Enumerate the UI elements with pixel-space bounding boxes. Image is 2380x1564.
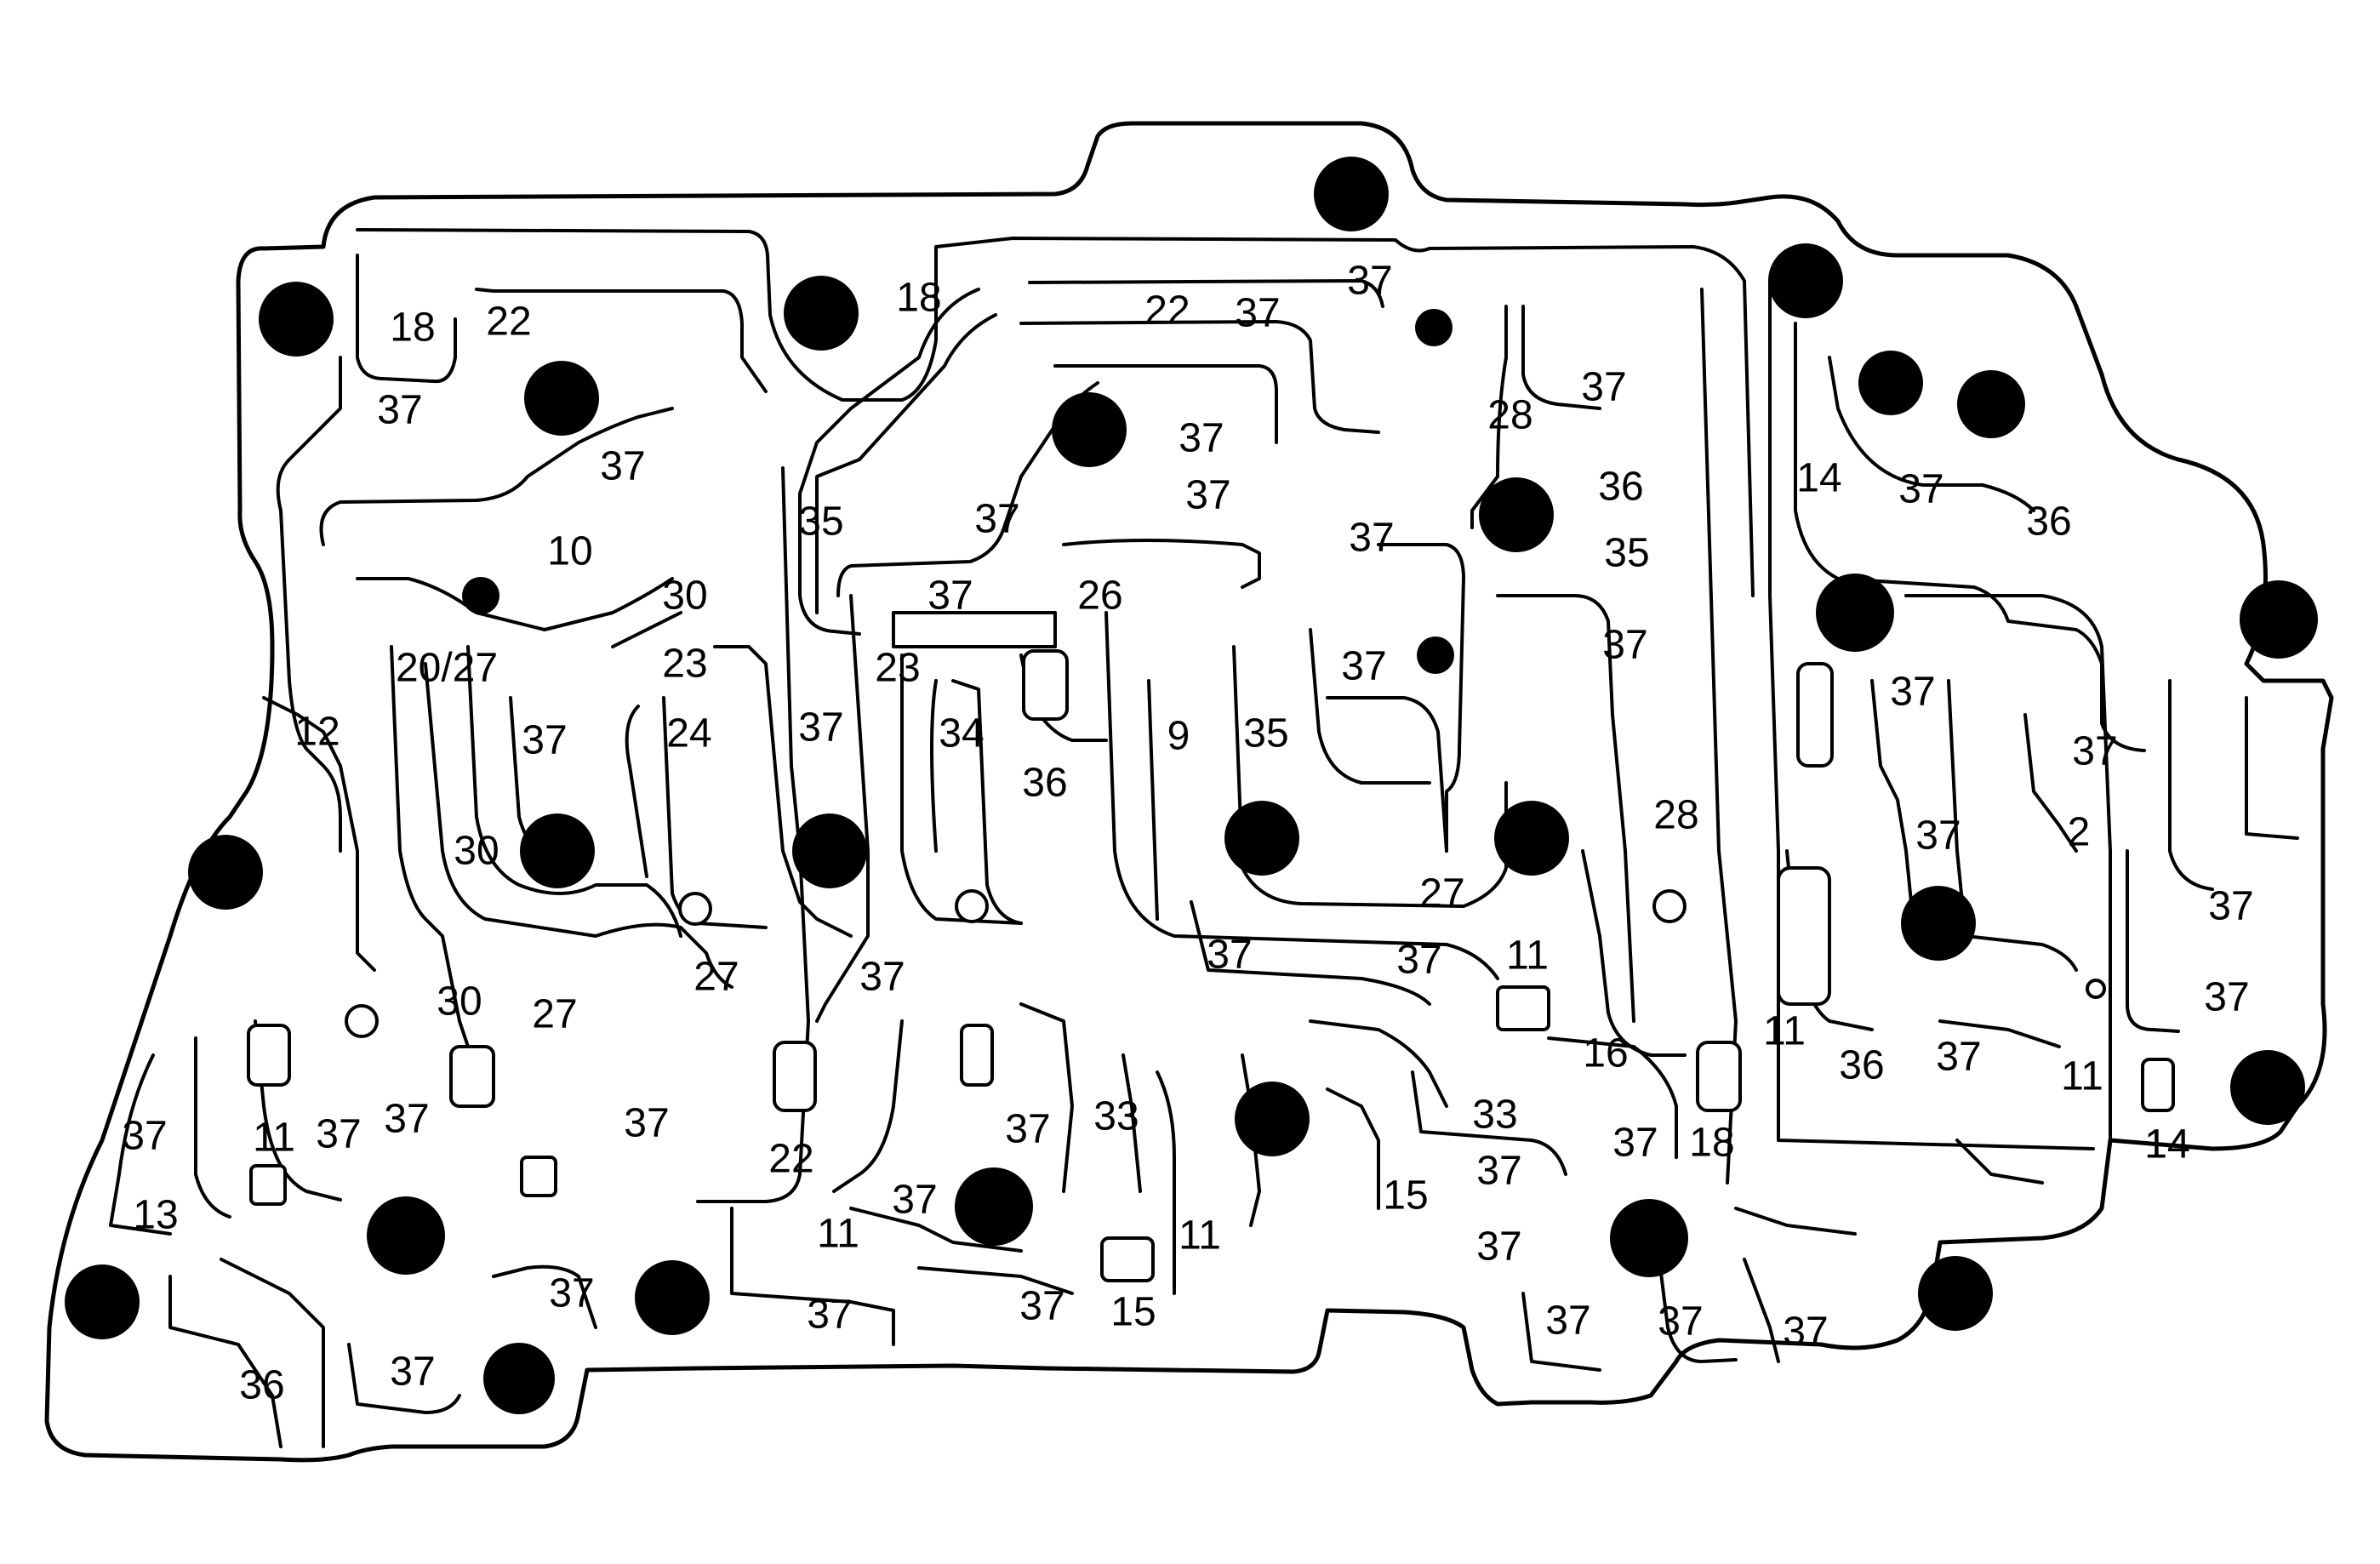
passage-label: 37 <box>1235 291 1280 336</box>
passage-label: 37 <box>2072 729 2117 774</box>
passage-label: 37 <box>1936 1035 1981 1080</box>
passage-label: 35 <box>1604 531 1649 576</box>
passage-label: 11 <box>1763 1009 1806 1054</box>
passage-label: 37 <box>122 1114 167 1159</box>
passage-label: 15 <box>1383 1173 1428 1219</box>
passage-label: 22 <box>486 300 531 345</box>
passage-label: 37 <box>1602 623 1647 668</box>
passage-label: 18 <box>896 276 941 321</box>
passage-label: 28 <box>1487 393 1532 438</box>
passage-label: 18 <box>1689 1121 1734 1166</box>
passage-label: 37 <box>1476 1224 1521 1270</box>
passage-label: 37 <box>798 705 843 751</box>
passage-label: 37 <box>600 444 645 489</box>
slots <box>247 649 2175 1282</box>
passage-label: 34 <box>939 711 984 756</box>
plate-outline <box>44 121 2334 1463</box>
passage-label: 33 <box>1472 1093 1517 1138</box>
passage-label: 37 <box>522 718 567 763</box>
passage-label: 14 <box>2144 1122 2189 1167</box>
passage-label: 37 <box>1476 1149 1521 1194</box>
passage-label: 37 <box>1396 938 1441 983</box>
passage-label: 36 <box>1022 761 1067 806</box>
passage-label: 37 <box>807 1293 852 1338</box>
passage-label: 30 <box>437 979 482 1025</box>
bolt-holes <box>65 157 2318 1414</box>
passage-label: 27 <box>693 955 739 1000</box>
fluid-channels <box>109 228 2299 1448</box>
passage-label: 37 <box>1890 670 1935 715</box>
passage-label: 11 <box>253 1116 295 1161</box>
passage-label: 22 <box>1144 288 1190 334</box>
passage-label: 37 <box>1019 1284 1064 1329</box>
passage-label: 37 <box>1658 1299 1703 1344</box>
passage-label: 9 <box>1167 714 1190 759</box>
passage-label: 37 <box>1207 933 1252 978</box>
passage-label: 13 <box>133 1193 178 1238</box>
passage-label: 33 <box>1093 1094 1139 1139</box>
passage-label: 30 <box>454 829 499 874</box>
passage-label: 14 <box>1796 456 1841 501</box>
passage-label: 37 <box>927 574 973 619</box>
passage-label: 36 <box>2026 499 2071 545</box>
passage-label: 37 <box>377 388 422 433</box>
passage-label: 10 <box>547 529 592 574</box>
passage-label: 24 <box>666 711 711 756</box>
passage-label: 15 <box>1110 1290 1156 1335</box>
passage-label: 37 <box>2208 884 2253 929</box>
passage-label: 37 <box>1349 516 1394 561</box>
passage-label: 37 <box>549 1271 594 1316</box>
passage-label: 37 <box>892 1178 937 1223</box>
passage-label: 2 <box>2068 810 2091 855</box>
passage-label: 35 <box>798 499 843 545</box>
passage-label: 22 <box>768 1137 813 1182</box>
passage-label: 36 <box>1839 1043 1884 1088</box>
passage-label: 35 <box>1243 711 1288 756</box>
passage-label: 37 <box>624 1101 669 1146</box>
passage-label: 30 <box>662 574 707 619</box>
passage-label: 37 <box>316 1112 361 1157</box>
passage-label: 28 <box>1653 793 1698 838</box>
passage-label: 37 <box>1612 1121 1658 1166</box>
passage-label: 27 <box>532 992 577 1037</box>
passage-label: 37 <box>1545 1299 1590 1344</box>
passage-label: 37 <box>1898 467 1943 512</box>
passage-label: 14 <box>2144 1122 2189 1167</box>
passage-label: 37 <box>390 1350 435 1395</box>
check-balls <box>345 889 2106 1038</box>
passage-label: 11 <box>1179 1213 1221 1259</box>
passage-label: 18 <box>390 305 435 351</box>
passage-label: 36 <box>1598 465 1643 510</box>
passage-label: 37 <box>974 497 1019 542</box>
passage-label: 37 <box>1915 813 1961 859</box>
passage-label: 11 <box>1506 933 1549 979</box>
passage-label: 23 <box>662 642 707 687</box>
passage-label: 20/27 <box>396 646 498 691</box>
passage-label: 37 <box>2204 975 2249 1020</box>
passage-label: 27 <box>1419 871 1464 916</box>
passage-label: 11 <box>2061 1054 2103 1099</box>
passage-label: 37 <box>1341 644 1386 689</box>
passage-label: 12 <box>294 710 340 755</box>
passage-label: 37 <box>1347 259 1392 304</box>
passage-label: 11 <box>817 1212 859 1257</box>
passage-label: 37 <box>1185 473 1230 518</box>
passage-label: 37 <box>1005 1107 1050 1152</box>
passage-label: 37 <box>1179 416 1224 461</box>
passage-label: 37 <box>1783 1310 1828 1355</box>
passage-label: 26 <box>1077 574 1122 619</box>
passage-label: 16 <box>1583 1031 1628 1076</box>
passage-label: 37 <box>859 955 905 1000</box>
passage-label: 23 <box>875 646 920 691</box>
passage-label: 37 <box>1581 365 1626 410</box>
passage-label: 37 <box>384 1097 429 1142</box>
passage-label: 36 <box>239 1363 284 1408</box>
